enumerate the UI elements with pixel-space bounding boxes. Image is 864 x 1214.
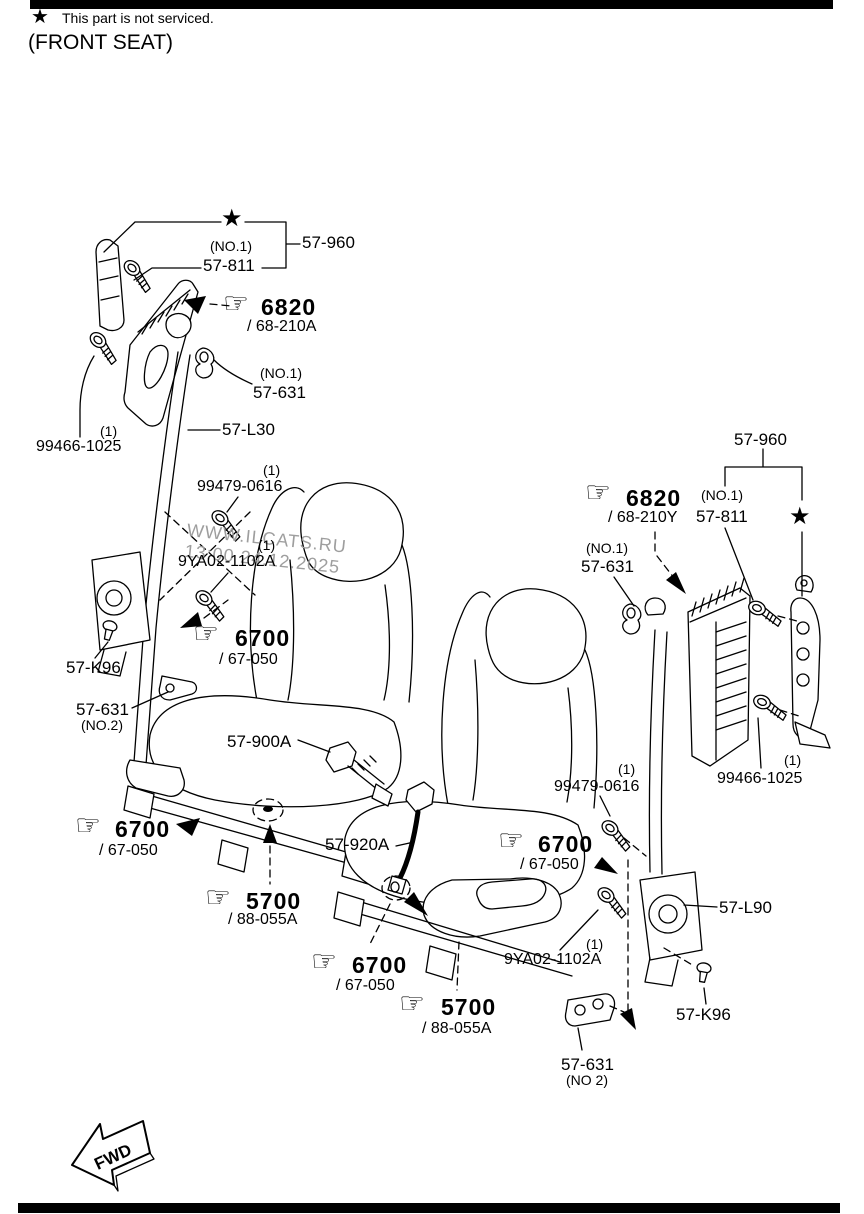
- fwd-arrow: FWD: [71, 1120, 155, 1192]
- bolt-icon: [118, 256, 158, 294]
- manicule-icon: ☞: [75, 808, 101, 842]
- page-title: (FRONT SEAT): [28, 31, 174, 54]
- part-label-57-631-no2-left: 57-631: [76, 700, 129, 719]
- part-label-99479-0616-left: 99479-0616: [197, 478, 283, 495]
- part-label-9YA02-1102A-left: 9YA02-1102A: [178, 553, 276, 570]
- left-seat-outline: [123, 482, 414, 885]
- qualifier-no1: (NO.1): [260, 365, 302, 381]
- manicule-icon: ☞: [205, 880, 231, 914]
- part-label-57-920A: 57-920A: [325, 835, 390, 854]
- part-label-57-L90: 57-L90: [719, 898, 772, 917]
- part-label-57-811-right: 57-811: [696, 507, 748, 526]
- subgroup-label-88-055A: / 88-055A: [228, 911, 298, 928]
- part-label-57-811-left: 57-811: [203, 256, 255, 275]
- part-label-57-631-no2-right: 57-631: [561, 1055, 614, 1074]
- part-label-57-960-right: 57-960: [734, 430, 787, 449]
- qty-label: (1): [263, 462, 281, 478]
- qualifier-no1: (NO.1): [586, 540, 628, 556]
- top-border: [30, 0, 833, 9]
- not-serviced-star-icon: ★: [221, 204, 243, 232]
- qty-label: (1): [784, 752, 802, 768]
- manicule-icon: ☞: [585, 475, 611, 509]
- part-label-57-900A: 57-900A: [227, 732, 292, 751]
- subgroup-label-67-050: / 67-050: [336, 977, 395, 994]
- subgroup-label-88-055A: / 88-055A: [422, 1020, 492, 1037]
- group-label-6820-right: 6820: [626, 485, 682, 511]
- not-serviced-star-icon: ★: [789, 502, 811, 530]
- manicule-icon: ☞: [223, 286, 249, 320]
- part-label-57-L30: 57-L30: [222, 420, 275, 439]
- legend-note: This part is not serviced.: [62, 10, 214, 26]
- bottom-border: [18, 1203, 840, 1213]
- part-label-57-631-upper-left: 57-631: [253, 383, 306, 402]
- qty-label: (1): [618, 761, 636, 777]
- subgroup-label-67-050: / 67-050: [99, 842, 158, 859]
- qty-label: (1): [100, 423, 118, 439]
- part-label-9YA02-1102A-right: 9YA02-1102A: [504, 951, 602, 968]
- part-label-57-K96-right: 57-K96: [676, 1005, 731, 1024]
- manicule-icon: ☞: [311, 944, 337, 978]
- group-label-5700-center: 5700: [441, 994, 497, 1020]
- group-label-6700-center: 6700: [352, 952, 408, 978]
- qualifier-no2-plain: (NO 2): [566, 1072, 608, 1088]
- clip-57-631-icon: [195, 347, 215, 379]
- qualifier-no2: (NO.2): [81, 717, 123, 733]
- group-label-6700-right: 6700: [538, 831, 594, 857]
- qualifier-no1: (NO.1): [210, 238, 252, 254]
- right-belt-assembly: [564, 575, 831, 1027]
- subgroup-label-68-210Y: / 68-210Y: [608, 509, 678, 526]
- bolt-icon: [592, 884, 633, 920]
- buckle-57-920A: [387, 781, 435, 895]
- group-label-5700-left: 5700: [246, 888, 302, 914]
- part-label-99466-1025-left: 99466-1025: [36, 438, 122, 455]
- buckle-57-900A: [325, 741, 393, 807]
- group-label-6820-left: 6820: [261, 294, 317, 320]
- manicule-icon: ☞: [498, 823, 524, 857]
- part-label-57-K96-left: 57-K96: [66, 658, 121, 677]
- legend-star-icon: ★: [31, 4, 49, 28]
- group-label-6700-mid-left: 6700: [235, 625, 291, 651]
- subgroup-label-67-050: / 67-050: [219, 651, 278, 668]
- stud-bolt-icon: [694, 961, 713, 984]
- part-label-57-631-upper-right: 57-631: [581, 557, 634, 576]
- leader-lines: [79, 221, 803, 1051]
- manicule-icon: ☞: [399, 986, 425, 1020]
- qty-label: (1): [258, 537, 276, 553]
- clip-57-631-icon: [622, 603, 642, 635]
- bolt-icon: [84, 328, 124, 366]
- part-label-99466-1025-right: 99466-1025: [717, 770, 803, 787]
- qualifier-no1: (NO.1): [701, 487, 743, 503]
- qty-label: (1): [586, 936, 604, 952]
- bolt-icon: [596, 817, 637, 853]
- part-label-57-960-left: 57-960: [302, 233, 355, 252]
- subgroup-label-67-050: / 67-050: [520, 856, 579, 873]
- subgroup-label-68-210A: / 68-210A: [247, 318, 317, 335]
- bolt-icon: [749, 692, 791, 722]
- part-label-99479-0616-right: 99479-0616: [554, 778, 640, 795]
- bolt-icon: [744, 598, 786, 628]
- group-label-6700-bottom-left: 6700: [115, 816, 171, 842]
- manicule-icon: ☞: [193, 616, 219, 650]
